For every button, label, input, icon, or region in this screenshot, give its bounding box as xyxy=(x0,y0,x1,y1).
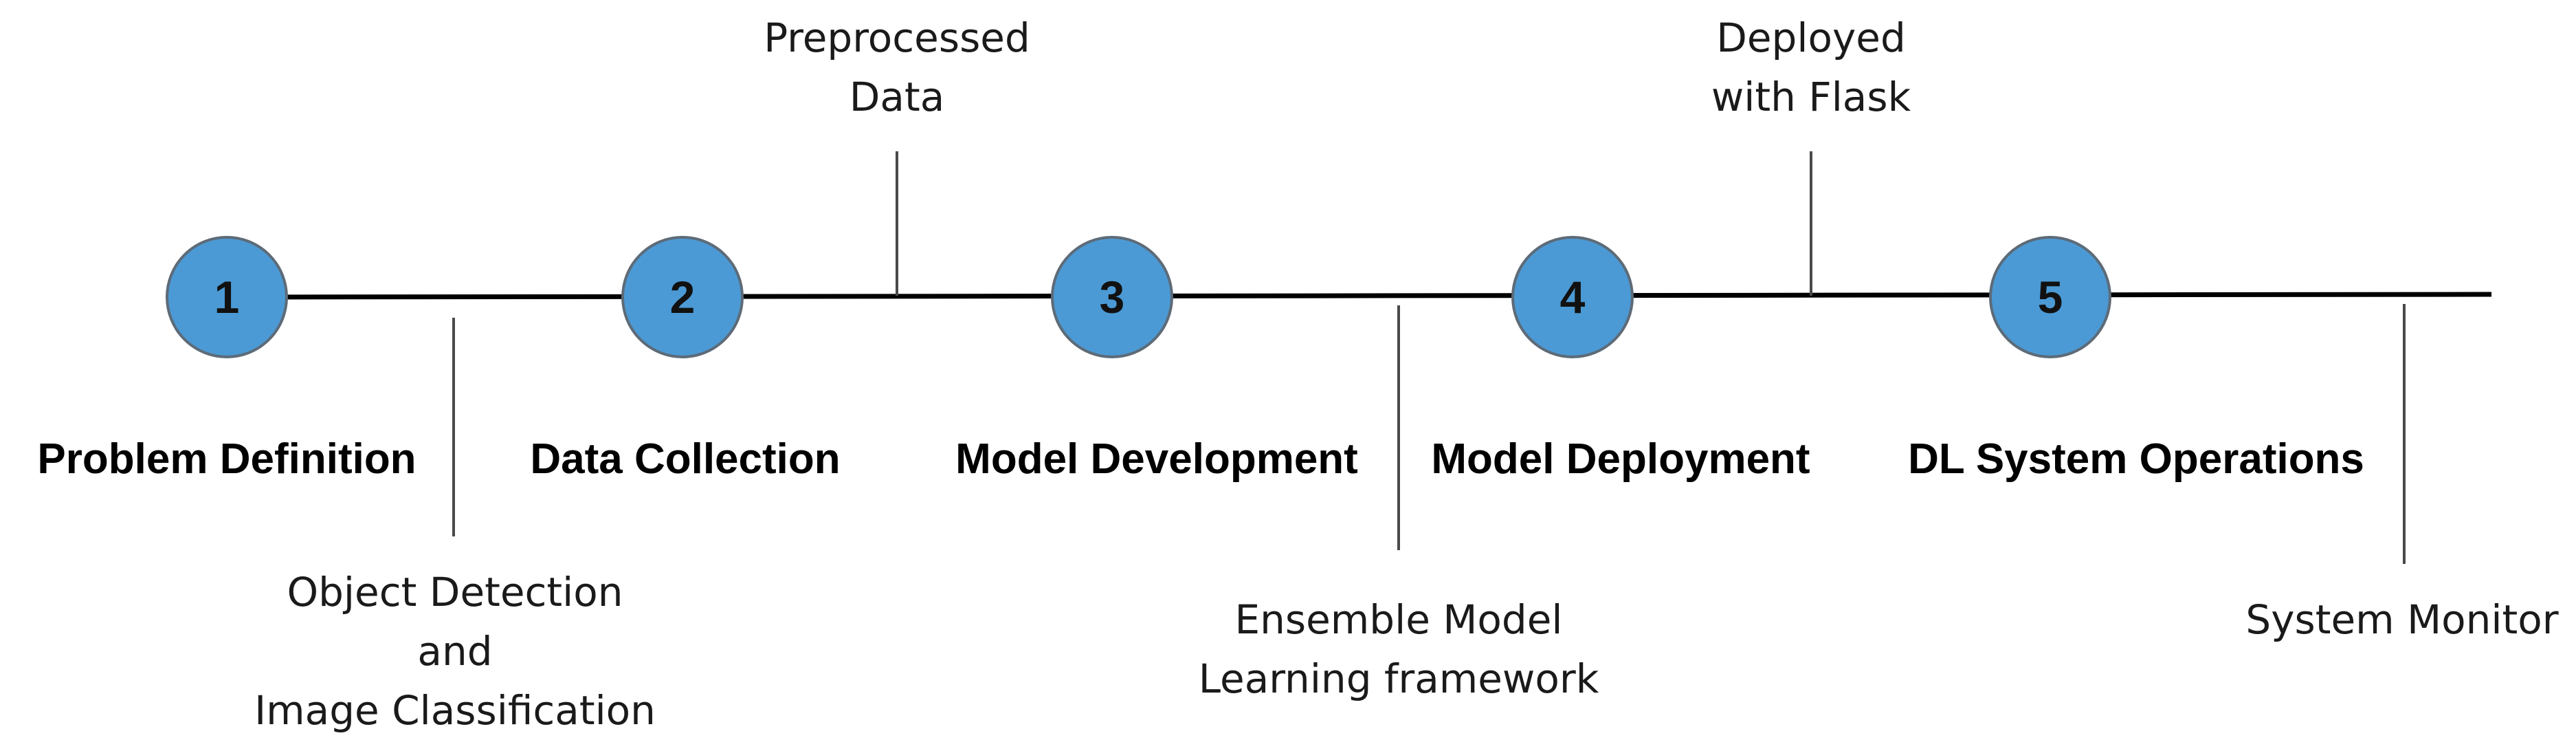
annotation-object-detection: Object Detection and Image Classificatio… xyxy=(254,563,656,740)
annotation-line: Deployed xyxy=(1716,14,1906,61)
timeline-axis-line xyxy=(226,292,2492,300)
stage-3-circle: 3 xyxy=(1051,236,1173,358)
annotation-line: Data xyxy=(849,74,945,120)
stage-2-label: Data Collection xyxy=(530,435,841,483)
stage-3-label: Model Development xyxy=(955,435,1358,483)
annotation-system-monitor: System Monitor xyxy=(2245,590,2558,649)
annotation-line: Object Detection xyxy=(287,569,623,616)
annotation-preprocessed-data: Preprocessed Data xyxy=(764,8,1030,127)
annotation-line: and xyxy=(417,628,493,675)
annotation-line: with Flask xyxy=(1711,74,1911,120)
annotation-line: Ensemble Model xyxy=(1234,596,1563,643)
annotation-deployed-flask: Deployed with Flask xyxy=(1711,8,1911,127)
stage-5-label: DL System Operations xyxy=(1908,435,2364,483)
annotation-line: System Monitor xyxy=(2245,596,2559,643)
stage-4-circle: 4 xyxy=(1511,236,1634,358)
annotation-line: Image Classification xyxy=(254,687,656,734)
annotation-ensemble-model: Ensemble Model Learning framework xyxy=(1199,590,1599,708)
annotation-line: Learning framework xyxy=(1198,655,1599,702)
stage-2-circle: 2 xyxy=(621,236,744,358)
stage-5-circle: 5 xyxy=(1989,236,2111,358)
annotation-line: Preprocessed xyxy=(764,14,1030,61)
stage-1-label: Problem Definition xyxy=(37,435,417,483)
stage-4-label: Model Deployment xyxy=(1431,435,1810,483)
stage-1-circle: 1 xyxy=(166,236,288,358)
annotation-connectors xyxy=(452,151,2406,564)
